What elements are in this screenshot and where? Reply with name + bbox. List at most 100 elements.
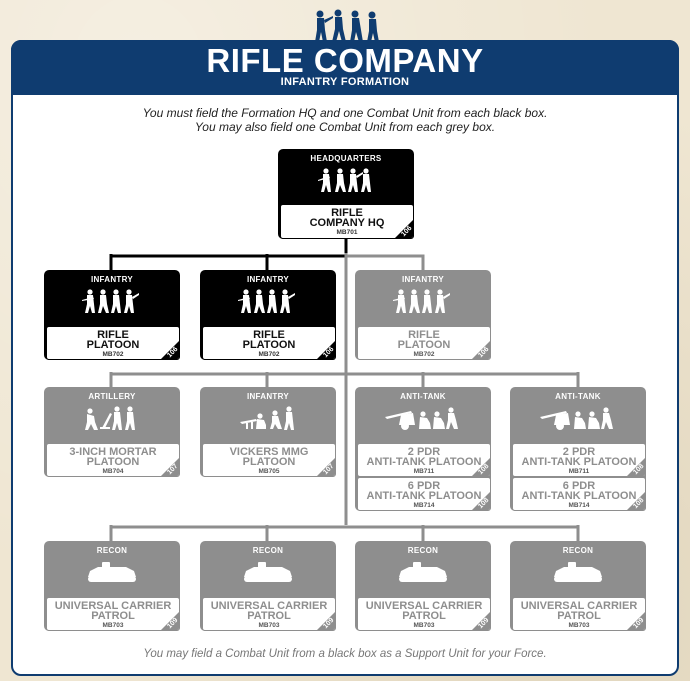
unit-box[interactable]: RIFLE PLATOON MB702 106 bbox=[357, 326, 491, 360]
unit-name-line1: RIFLE bbox=[331, 207, 363, 219]
unit-box[interactable]: 2 PDR ANTI-TANK PLATOON MB711 108 bbox=[357, 443, 491, 477]
unit-name-line1: RIFLE bbox=[253, 329, 285, 341]
unit-name-line1: 2 PDR bbox=[562, 446, 596, 458]
unit-name-line2: ANTI-TANK PLATOON bbox=[521, 456, 637, 468]
card-category: ANTI-TANK bbox=[400, 392, 446, 401]
footer-note: You may field a Combat Unit from a black… bbox=[143, 648, 547, 660]
card-category: RECON bbox=[96, 546, 128, 555]
unit-name-line2: PATROL bbox=[247, 610, 291, 622]
unit-code: MB711 bbox=[568, 468, 590, 475]
unit-name-line2: PLATOON bbox=[242, 339, 296, 351]
anti-tank-gun-icon bbox=[540, 407, 613, 430]
rifle-platoon-icon bbox=[393, 289, 450, 313]
unit-code: MB703 bbox=[258, 622, 280, 629]
card-category: INFANTRY bbox=[246, 392, 290, 401]
unit-box[interactable]: 2 PDR ANTI-TANK PLATOON MB711 108 bbox=[512, 443, 646, 477]
unit-box[interactable]: 6 PDR ANTI-TANK PLATOON MB714 108 bbox=[357, 477, 491, 511]
unit-code: MB702 bbox=[413, 351, 435, 358]
anti-tank-card-1[interactable]: ANTI-TANK 2 PDR ANTI-TANK PLATOON MB711 … bbox=[355, 387, 491, 511]
mmg-crew-icon bbox=[240, 406, 294, 430]
anti-tank-gun-icon bbox=[385, 407, 458, 430]
card-category: RECON bbox=[562, 546, 594, 555]
mmg-card[interactable]: INFANTRY VICKERS MMG PLATOON MB705 107 bbox=[200, 387, 336, 477]
header-bar bbox=[11, 40, 679, 95]
unit-name-line2: PLATOON bbox=[86, 456, 140, 468]
card-category: HEADQUARTERS bbox=[310, 154, 382, 163]
anti-tank-card-2[interactable]: ANTI-TANK 2 PDR ANTI-TANK PLATOON MB711 … bbox=[510, 387, 646, 511]
rifle-platoon-icon bbox=[238, 289, 295, 313]
unit-box[interactable]: VICKERS MMG PLATOON MB705 107 bbox=[202, 443, 336, 477]
card-category: RECON bbox=[407, 546, 439, 555]
unit-name-line1: 3-INCH MORTAR bbox=[69, 446, 157, 458]
unit-name-line2: PATROL bbox=[402, 610, 446, 622]
carrier-icon bbox=[554, 562, 602, 582]
mortar-crew-icon bbox=[85, 406, 135, 430]
unit-box[interactable]: RIFLE COMPANY HQ MB701 106 bbox=[280, 204, 414, 239]
unit-name-line2: ANTI-TANK PLATOON bbox=[521, 490, 637, 502]
unit-name-line2: PLATOON bbox=[242, 456, 296, 468]
card-category: INFANTRY bbox=[90, 275, 134, 284]
infantry-card-2[interactable]: INFANTRY RIFLE PLATOON MB702 106 bbox=[200, 270, 336, 360]
unit-box[interactable]: RIFLE PLATOON MB702 106 bbox=[202, 326, 336, 360]
hq-card[interactable]: HEADQUARTERS RIFLE COMPANY HQ MB701 106 bbox=[278, 149, 414, 239]
card-category: INFANTRY bbox=[401, 275, 445, 284]
unit-box[interactable]: RIFLE PLATOON MB702 106 bbox=[46, 326, 180, 360]
carrier-icon bbox=[399, 562, 447, 582]
unit-box[interactable]: 3-INCH MORTAR PLATOON MB704 107 bbox=[46, 443, 180, 477]
artillery-card[interactable]: ARTILLERY 3-INCH MORTAR PLATOON MB704 10… bbox=[44, 387, 180, 477]
recon-card-3[interactable]: RECON UNIVERSAL CARRIER PATROL MB703 109 bbox=[355, 541, 491, 631]
unit-name-line1: VICKERS MMG bbox=[229, 446, 309, 458]
unit-name-line1: UNIVERSAL CARRIER bbox=[54, 600, 172, 612]
card-category: ARTILLERY bbox=[88, 392, 136, 401]
soldiers-icon bbox=[315, 9, 379, 42]
card-category: ANTI-TANK bbox=[555, 392, 601, 401]
carrier-icon bbox=[244, 562, 292, 582]
unit-name-line1: UNIVERSAL CARRIER bbox=[210, 600, 328, 612]
unit-name-line2: PATROL bbox=[557, 610, 601, 622]
unit-box[interactable]: UNIVERSAL CARRIER PATROL MB703 109 bbox=[512, 597, 646, 631]
unit-code: MB703 bbox=[102, 622, 124, 629]
unit-code: MB714 bbox=[568, 502, 590, 509]
infantry-card-1[interactable]: INFANTRY RIFLE PLATOON MB702 106 bbox=[44, 270, 180, 360]
instruction-line-1: You must field the Formation HQ and one … bbox=[142, 106, 548, 120]
unit-name-line2: ANTI-TANK PLATOON bbox=[366, 490, 482, 502]
unit-code: MB714 bbox=[413, 502, 435, 509]
unit-name-line1: 6 PDR bbox=[562, 480, 596, 492]
instruction-line-2: You may also field one Combat Unit from … bbox=[194, 120, 496, 134]
page-subtitle: INFANTRY FORMATION bbox=[280, 76, 410, 88]
unit-box[interactable]: UNIVERSAL CARRIER PATROL MB703 109 bbox=[202, 597, 336, 631]
unit-name-line2: COMPANY HQ bbox=[309, 217, 385, 229]
unit-name-line1: UNIVERSAL CARRIER bbox=[520, 600, 638, 612]
carrier-icon bbox=[88, 562, 136, 582]
unit-code: MB704 bbox=[102, 468, 124, 475]
recon-card-4[interactable]: RECON UNIVERSAL CARRIER PATROL MB703 109 bbox=[510, 541, 646, 631]
unit-box[interactable]: UNIVERSAL CARRIER PATROL MB703 109 bbox=[357, 597, 491, 631]
unit-name-line2: PLATOON bbox=[86, 339, 140, 351]
unit-name-line1: 2 PDR bbox=[407, 446, 441, 458]
unit-code: MB703 bbox=[568, 622, 590, 629]
unit-name-line1: RIFLE bbox=[408, 329, 440, 341]
unit-name-line2: PLATOON bbox=[397, 339, 451, 351]
page-title: RIFLE COMPANY bbox=[206, 42, 484, 79]
unit-name-line1: UNIVERSAL CARRIER bbox=[365, 600, 483, 612]
unit-code: MB702 bbox=[258, 351, 280, 358]
unit-code: MB702 bbox=[102, 351, 124, 358]
unit-name-line1: 6 PDR bbox=[407, 480, 441, 492]
card-category: INFANTRY bbox=[246, 275, 290, 284]
unit-name-line2: ANTI-TANK PLATOON bbox=[366, 456, 482, 468]
unit-name-line2: PATROL bbox=[91, 610, 135, 622]
recon-card-2[interactable]: RECON UNIVERSAL CARRIER PATROL MB703 109 bbox=[200, 541, 336, 631]
card-category: RECON bbox=[252, 546, 284, 555]
hq-soldiers-icon bbox=[318, 168, 371, 192]
unit-code: MB711 bbox=[413, 468, 435, 475]
unit-code: MB701 bbox=[336, 229, 358, 236]
unit-code: MB703 bbox=[413, 622, 435, 629]
recon-card-1[interactable]: RECON UNIVERSAL CARRIER PATROL MB703 109 bbox=[44, 541, 180, 631]
rifle-platoon-icon bbox=[82, 289, 139, 313]
unit-code: MB705 bbox=[258, 468, 280, 475]
unit-box[interactable]: 6 PDR ANTI-TANK PLATOON MB714 108 bbox=[512, 477, 646, 511]
unit-name-line1: RIFLE bbox=[97, 329, 129, 341]
infantry-card-3[interactable]: INFANTRY RIFLE PLATOON MB702 106 bbox=[355, 270, 491, 360]
unit-box[interactable]: UNIVERSAL CARRIER PATROL MB703 109 bbox=[46, 597, 180, 631]
